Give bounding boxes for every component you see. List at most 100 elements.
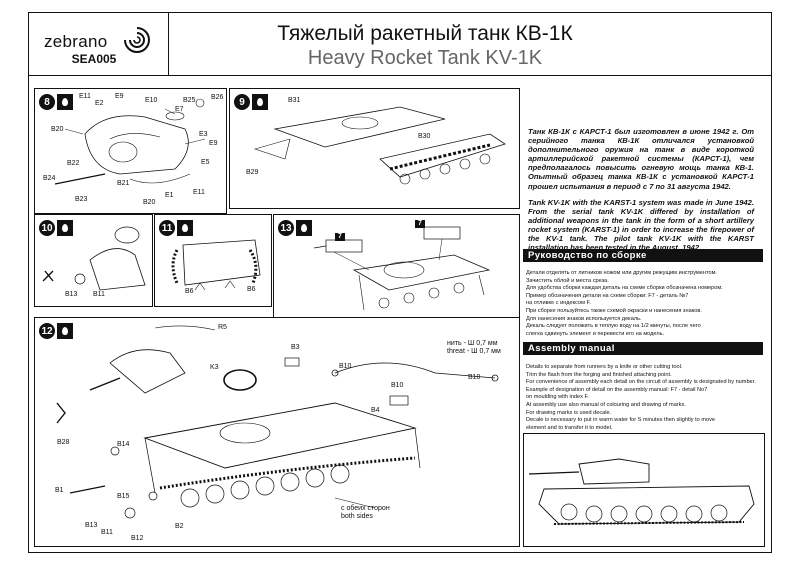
part-label: B11 (101, 529, 113, 536)
side-view-panel (523, 433, 765, 547)
part-label: E7 (175, 106, 184, 113)
guide-line: Trim the flash from the forging and fini… (526, 371, 672, 378)
logo-divider (168, 12, 170, 76)
part-label: B10 (391, 382, 404, 389)
step-9-number: 9 (234, 94, 250, 110)
glue-icon (57, 94, 73, 110)
step-8-panel: 8 E11 E9 E2 E10 E7 B26 B25 B20 E3 E9 B22… (34, 88, 227, 214)
part-label: B10 (468, 374, 481, 381)
part-label: E2 (95, 100, 104, 107)
guide-line: Details to separate from runners by a kn… (526, 364, 683, 370)
guide-line: Example of designation of detail on the … (526, 386, 708, 393)
both-sides-note-en: both sides (341, 513, 373, 520)
step-9-panel: 9 B31 B30 B29 (229, 88, 520, 209)
part-label: B6 (247, 286, 256, 293)
part-label: B13 (85, 522, 98, 529)
part-label: B29 (246, 169, 259, 176)
part-label: K3 (210, 364, 219, 371)
guide-line: слегка сдвинуть элемент и перевести его … (526, 330, 665, 337)
part-label: B12 (131, 535, 144, 542)
step-12-badge: 12 (39, 323, 73, 339)
step-11-number: 11 (159, 220, 175, 236)
guide-line: Пример обозначения детали на схеме сборк… (526, 292, 689, 299)
part-label: B22 (67, 160, 80, 167)
hatch-detail-drawing (42, 226, 146, 291)
turret-assembly-drawing (54, 98, 206, 185)
both-sides-note: с обеих сторон (341, 505, 390, 512)
part-label: B15 (117, 493, 130, 500)
part-label: B1 (55, 487, 64, 494)
step-8-number: 8 (39, 94, 55, 110)
part-label: B30 (418, 133, 431, 140)
guide-line: Детали отделять от литников ножом или др… (526, 270, 717, 276)
part-label: E9 (115, 93, 124, 100)
part-label: B25 (183, 97, 196, 104)
part-label: B3 (291, 344, 300, 351)
history-ru: Танк КВ-1К с КАРСТ-1 был изготовлен в ию… (528, 127, 754, 191)
track-fender-drawing (171, 239, 261, 291)
step-13-badge: 13 (278, 220, 312, 236)
guide-line: Для удобства сборки каждая деталь на схе… (526, 285, 723, 292)
thread-note-en: threat - Ш 0,7 мм (447, 348, 501, 355)
part-label: B24 (43, 175, 56, 182)
guide-line: Зачистить облой и места среза. (526, 277, 609, 284)
part-label: E11 (79, 93, 91, 100)
header-divider (28, 75, 772, 77)
glue-icon (177, 220, 193, 236)
brand-logo: zebrano (36, 22, 156, 72)
hull-deck-drawing (253, 106, 506, 185)
glue-icon (252, 94, 268, 110)
part-label: E10 (145, 97, 158, 104)
part-label: B26 (211, 94, 224, 101)
part-label: B14 (117, 441, 130, 448)
guide-en-text: Details to separate from runners by a kn… (526, 364, 766, 432)
brand-swirl-icon (124, 27, 150, 53)
step-12-panel: 12 R5 B3 K3 B10 B10 B10 B4 B28 B1 (34, 317, 520, 547)
step-12-number: 12 (39, 323, 55, 339)
step-10-panel: 10 B13 B11 (34, 214, 153, 307)
step-11-panel: 11 B6 B6 (154, 214, 272, 307)
part-label: E3 (199, 131, 208, 138)
guide-line: При сборке пользуйтесь также схемой окра… (526, 307, 702, 314)
guide-line: For drawing marks is used decale. (526, 409, 612, 416)
part-label: B2 (175, 523, 184, 530)
sheet-frame (28, 12, 772, 553)
step-8-badge: 8 (39, 94, 73, 110)
step-11-badge: 11 (159, 220, 193, 236)
guide-ru-heading: Руководство по сборке (523, 249, 763, 262)
part-label: B20 (143, 199, 156, 206)
guide-line: At assembly use also manual of colouring… (526, 401, 686, 408)
guide-line: Decale is necessary to put in warm water… (526, 417, 716, 424)
history-en: Tank KV-1K with the KARST-1 system was m… (528, 198, 754, 253)
guide-line: Для нанесения знаков используется декаль… (526, 315, 642, 322)
part-label: E11 (193, 189, 205, 196)
part-label: E9 (209, 140, 218, 147)
guide-ru-text: Детали отделять от литников ножом или др… (526, 270, 766, 338)
glue-icon (57, 323, 73, 339)
guide-line: For convenience of assembly each detail … (526, 379, 756, 386)
guide-en-heading: Assembly manual (523, 342, 763, 355)
guide-line: Декаль следует положить в теплую воду на… (526, 323, 701, 330)
part-label: B11 (93, 291, 105, 298)
part-label: R5 (218, 324, 227, 331)
rocket-launcher-drawing (313, 226, 491, 311)
step-10-badge: 10 (39, 220, 73, 236)
title-en: Heavy Rocket Tank KV-1K (307, 47, 543, 69)
part-label: B13 (65, 291, 78, 298)
guide-line: на отливке с индексом F. (526, 300, 591, 307)
step-13-number: 13 (278, 220, 294, 236)
part-label: B6 (185, 288, 194, 295)
part-label: 7 (335, 233, 345, 241)
part-label: E5 (201, 159, 210, 166)
kit-code: SEA005 (71, 52, 117, 66)
guide-line: element and to transfer it to model. (526, 424, 613, 431)
brand-name: zebrano (44, 32, 108, 51)
part-label: B31 (288, 97, 301, 104)
part-label: E1 (165, 192, 174, 199)
glue-icon (296, 220, 312, 236)
step-9-badge: 9 (234, 94, 268, 110)
guide-line: on moulding with index F. (526, 394, 589, 401)
tank-side-view-drawing (528, 458, 755, 525)
part-label: B23 (75, 196, 88, 203)
thread-note: нить - Ш 0,7 мм (447, 340, 498, 347)
